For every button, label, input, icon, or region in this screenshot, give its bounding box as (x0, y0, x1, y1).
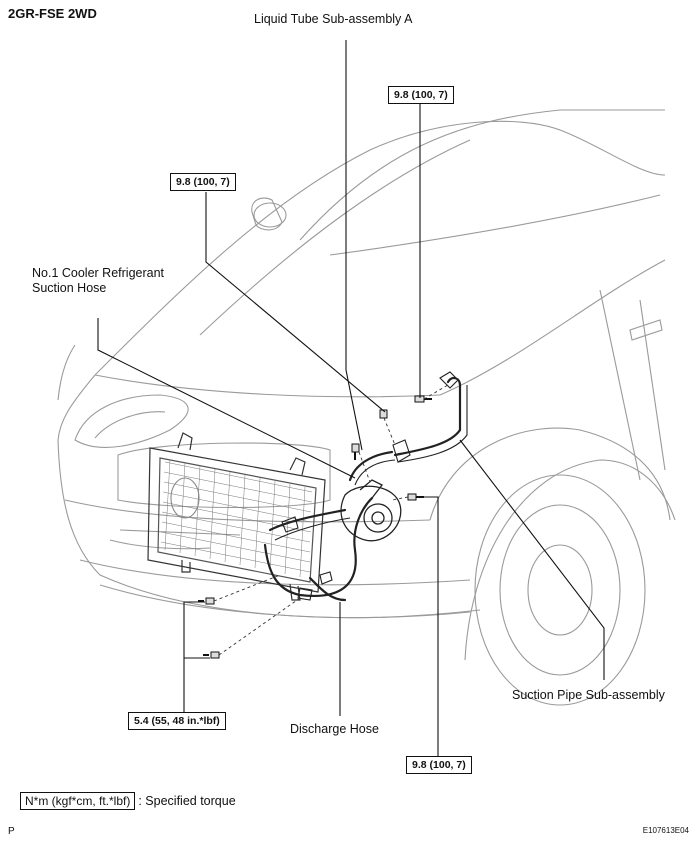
wheel-hub (527, 544, 593, 636)
bumper-slot (119, 529, 241, 536)
discharge-pipe-low (308, 576, 347, 602)
wheel-rim (499, 504, 621, 676)
windshield-base (329, 194, 661, 256)
leader-torque-bottom-right (420, 496, 439, 756)
hose-clamp (281, 516, 299, 533)
torque-legend: N*m (kgf*cm, ft.*lbf) : Specified torque (20, 792, 236, 810)
page-header: 2GR-FSE 2WD (8, 6, 97, 21)
condenser-frame (147, 447, 326, 593)
left-body (57, 374, 96, 441)
condenser-bracket-top (177, 432, 193, 451)
bolt-left-upper (351, 443, 360, 460)
hood-front-edge (94, 374, 441, 398)
compressor (340, 485, 402, 542)
headlight-inner (94, 411, 166, 439)
compressor-pulley (363, 503, 393, 533)
wheel-arch (464, 459, 676, 661)
suction-hose-parallel (354, 459, 396, 486)
hose-clamp-2 (319, 571, 333, 585)
left-lamp-hint (253, 202, 287, 228)
suction-pipe-parallel (397, 385, 468, 463)
label-liquid-tube: Liquid Tube Sub-assembly A (254, 12, 413, 26)
bumper-line (64, 499, 431, 523)
leader-torque-bottom-left (183, 601, 205, 712)
discharge-hose (263, 496, 374, 597)
label-suction-pipe: Suction Pipe Sub-assembly (512, 688, 665, 702)
leader-suction-pipe (459, 439, 605, 680)
windshield (299, 109, 665, 241)
label-suction-hose-line2: Suction Hose (32, 281, 107, 295)
legend-unit-box: N*m (kgf*cm, ft.*lbf) (20, 792, 136, 810)
side-mirror (251, 197, 283, 231)
leader-liquid-tube (345, 40, 363, 451)
bolt-top-right (414, 395, 432, 403)
torque-box-top-left: 9.8 (100, 7) (170, 173, 236, 191)
pipe-bracket (297, 587, 313, 601)
body-side-line (439, 259, 666, 396)
leader-suction-hose (97, 318, 356, 479)
label-suction-hose-line1: No.1 Cooler Refrigerant (32, 266, 165, 280)
lower-valance (99, 584, 471, 619)
fog-recess (109, 539, 211, 550)
footer-left-mark: P (8, 826, 15, 837)
front-wheel (474, 474, 646, 706)
torque-box-top-right: 9.8 (100, 7) (388, 86, 454, 104)
bolt-upper-mid (379, 409, 388, 419)
union-fitting (392, 439, 411, 463)
liquid-tube (268, 508, 347, 532)
bolt-lower-2 (203, 651, 220, 659)
condenser-bracket-mid (289, 457, 306, 476)
condenser-inner (157, 457, 317, 583)
torque-box-bottom-left: 5.4 (55, 48 in.*lbf) (128, 712, 226, 730)
door-line-2 (639, 299, 666, 471)
torque-box-bottom-right: 9.8 (100, 7) (406, 756, 472, 774)
emblem (170, 477, 200, 519)
leader-torque-top-left (205, 192, 386, 413)
legend-text: : Specified torque (138, 794, 236, 808)
bracket-union (439, 371, 459, 389)
bolt-lower-1 (198, 597, 215, 605)
grille (117, 442, 331, 509)
suction-pipe (393, 376, 462, 457)
headlight (74, 394, 189, 448)
door-line (599, 289, 641, 481)
bumper-lower (79, 559, 471, 586)
left-side-curve (57, 344, 76, 401)
door-handle (629, 319, 663, 341)
liquid-tube-parallel (274, 517, 351, 541)
hood-crease (199, 139, 471, 336)
compressor-fitting (359, 479, 383, 499)
front-fender (429, 427, 671, 521)
figure-code: E107613E04 (642, 826, 689, 835)
condenser-foot (181, 560, 191, 573)
label-discharge-hose: Discharge Hose (290, 722, 379, 736)
